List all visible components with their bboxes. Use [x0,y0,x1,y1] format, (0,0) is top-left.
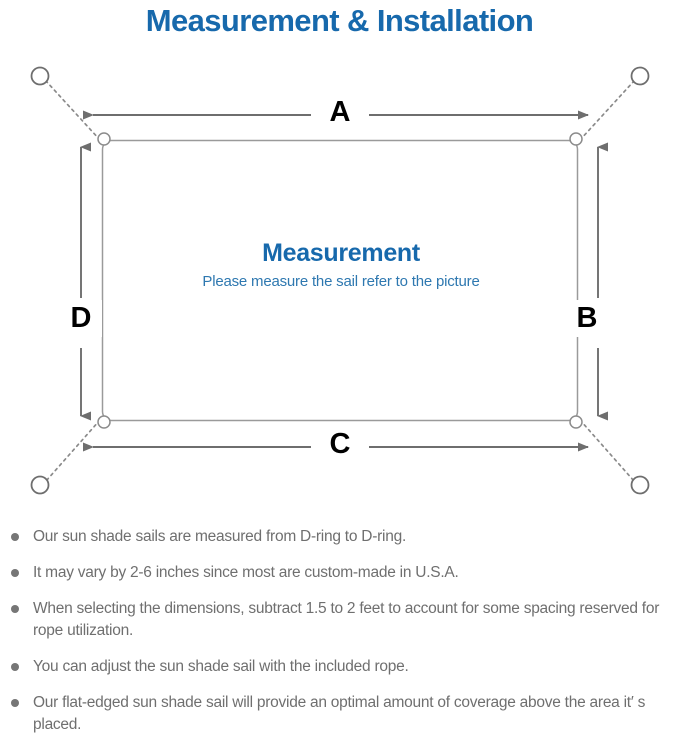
measurement-arrows [80,110,608,452]
rope-top-right [579,80,635,141]
list-item: Our sun shade sails are measured from D-… [0,526,679,548]
dimension-label-b: B [566,300,608,337]
list-item: It may vary by 2-6 inches since most are… [0,562,679,584]
rope-top-left [45,80,101,141]
sail-subtext: Please measure the sail refer to the pic… [202,273,480,290]
page-title: Measurement & Installation [145,3,534,38]
note-text: When selecting the dimensions, subtract … [33,600,660,639]
anchor-ring-top-right [630,66,650,86]
notes-list: Our sun shade sails are measured from D-… [0,526,679,750]
dimension-label-c: C [311,430,369,459]
bullet-icon [11,533,19,541]
anchor-rings [30,66,650,495]
list-item: You can adjust the sun shade sail with t… [0,656,679,678]
note-text: You can adjust the sun shade sail with t… [33,658,409,675]
sail-center-labels: Measurement Please measure the sail refe… [103,238,579,293]
bullet-icon [11,569,19,577]
dimension-label-d: D [60,300,102,337]
d-ring-bottom-left [97,415,111,429]
bullet-icon [11,605,19,613]
bullet-icon [11,699,19,707]
note-text: It may vary by 2-6 inches since most are… [33,564,459,581]
d-ring-top-left [97,132,111,146]
note-text: Our flat-edged sun shade sail will provi… [33,694,646,733]
list-item: When selecting the dimensions, subtract … [0,598,679,642]
rope-bottom-right [579,419,635,482]
diagram-graphics [30,66,650,495]
anchor-ring-top-left [30,66,50,86]
rope-bottom-left [45,419,101,482]
sail-heading: Measurement [262,239,420,267]
d-ring-top-right [569,132,583,146]
anchor-ring-bottom-right [630,475,650,495]
list-item: Our flat-edged sun shade sail will provi… [0,692,679,736]
d-ring-bottom-right [569,415,583,429]
dimension-label-a: A [311,98,369,127]
d-rings [97,132,583,429]
shade-sail-rectangle [101,139,579,422]
bullet-icon [11,663,19,671]
measurement-diagram: A B C D Measurement Please measure the s… [0,48,679,518]
rope-lines [45,80,635,482]
anchor-ring-bottom-left [30,475,50,495]
note-text: Our sun shade sails are measured from D-… [33,528,407,545]
